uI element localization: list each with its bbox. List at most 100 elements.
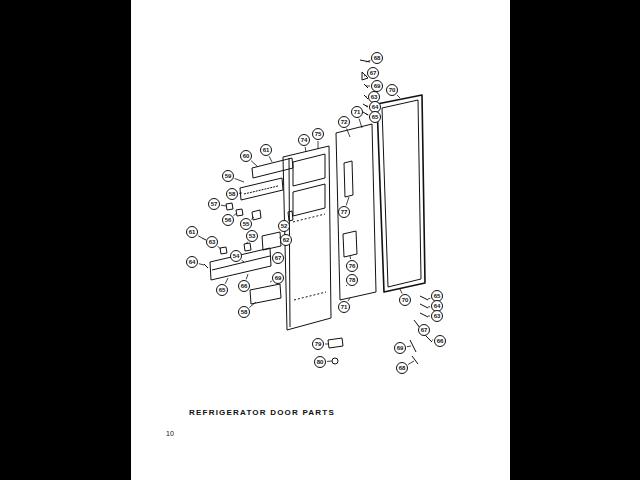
callout-circle xyxy=(223,171,234,182)
callout-circle xyxy=(347,261,358,272)
callout-number: 72 xyxy=(341,119,348,125)
callout-number: 57 xyxy=(211,201,218,207)
screw xyxy=(332,358,338,364)
callout-circle xyxy=(313,129,324,140)
callout-number: 65 xyxy=(372,114,379,120)
callout-number: 74 xyxy=(301,137,308,143)
callout-circle xyxy=(372,53,383,64)
callout-circle xyxy=(315,357,326,368)
panel-plate xyxy=(343,231,357,257)
callout-circle xyxy=(281,235,292,246)
callout-circle xyxy=(313,339,324,350)
page-number: 10 xyxy=(166,430,174,437)
callout-number: 71 xyxy=(341,304,348,310)
leader-line xyxy=(225,278,228,284)
leader-line xyxy=(269,156,272,162)
callout-number: 65 xyxy=(434,293,441,299)
callout-number: 70 xyxy=(402,297,409,303)
callout-number: 52 xyxy=(281,223,288,229)
callout-number: 69 xyxy=(397,345,404,351)
callout-number: 56 xyxy=(225,217,232,223)
handle-part xyxy=(328,338,343,348)
leader-line xyxy=(366,86,370,87)
callout-circle xyxy=(241,151,252,162)
leader-line xyxy=(366,60,370,62)
bottom-bin xyxy=(250,284,281,304)
page xyxy=(131,0,510,480)
callout-circle xyxy=(187,227,198,238)
callout-circle xyxy=(419,325,430,336)
caption: REFRIGERATOR DOOR PARTS xyxy=(189,408,335,417)
panel-plate xyxy=(344,161,353,197)
leader-line xyxy=(251,161,258,167)
callout-number: 69 xyxy=(374,83,381,89)
callout-circle xyxy=(347,275,358,286)
leader-line xyxy=(350,256,352,259)
liner-detail xyxy=(294,292,326,300)
callout-number: 69 xyxy=(275,275,282,281)
callout-circle xyxy=(339,207,350,218)
leader-line xyxy=(221,205,226,207)
leader-line xyxy=(327,361,332,362)
callout-circle xyxy=(231,251,242,262)
callout-circle xyxy=(261,145,272,156)
callout-circle xyxy=(239,281,250,292)
callout-number: 71 xyxy=(354,109,361,115)
callout-circle xyxy=(207,237,218,248)
callout-number: 67 xyxy=(275,255,282,261)
callout-number: 58 xyxy=(229,191,236,197)
callout-number: 66 xyxy=(437,338,444,344)
callout-number: 59 xyxy=(225,173,232,179)
leader-line xyxy=(364,75,366,77)
callout-circle xyxy=(352,107,363,118)
door-panel xyxy=(336,124,376,300)
shelf-bar xyxy=(252,158,293,178)
callout-number: 68 xyxy=(399,365,406,371)
callout-number: 66 xyxy=(241,283,248,289)
callout-circle xyxy=(397,363,408,374)
callout-circle xyxy=(223,215,234,226)
callout-circle xyxy=(400,295,411,306)
leader-line xyxy=(249,302,256,308)
callout-number: 63 xyxy=(209,239,216,245)
callout-number: 63 xyxy=(434,313,441,319)
leader-line xyxy=(359,119,362,128)
leader-line xyxy=(428,298,430,300)
callout-circle xyxy=(241,219,252,230)
leader-line xyxy=(246,274,248,279)
callout-circle xyxy=(339,302,350,313)
callout-circle xyxy=(368,68,379,79)
callout-number: 61 xyxy=(189,229,196,235)
callout-circle xyxy=(217,285,228,296)
callout-number: 76 xyxy=(349,263,356,269)
callout-number: 63 xyxy=(371,94,378,100)
callout-circle xyxy=(370,102,381,113)
leader-line xyxy=(239,193,242,194)
leader-line xyxy=(432,340,433,341)
shelf-bar xyxy=(210,248,271,280)
callout-number: 79 xyxy=(315,341,322,347)
callout-circle xyxy=(387,85,398,96)
callout-circle xyxy=(273,273,284,284)
callout-circle xyxy=(239,307,250,318)
liner-recess xyxy=(293,184,325,216)
liner-detail xyxy=(293,214,325,222)
callout-number: 61 xyxy=(263,147,270,153)
leader-line xyxy=(198,236,202,238)
small-parts xyxy=(288,211,293,221)
leader-line xyxy=(397,95,400,98)
leader-line xyxy=(242,260,244,262)
callout-number: 75 xyxy=(315,131,322,137)
callout-circle xyxy=(369,92,380,103)
leader-line xyxy=(346,285,347,286)
leader-line xyxy=(347,128,350,137)
leader-line xyxy=(325,344,328,345)
leader-line xyxy=(246,242,248,244)
leader-line xyxy=(400,289,402,294)
callout-number: 68 xyxy=(374,55,381,61)
leader-line xyxy=(428,306,430,307)
callout-circle xyxy=(395,343,406,354)
callout-number: 55 xyxy=(243,221,250,227)
leader-line xyxy=(366,114,368,116)
